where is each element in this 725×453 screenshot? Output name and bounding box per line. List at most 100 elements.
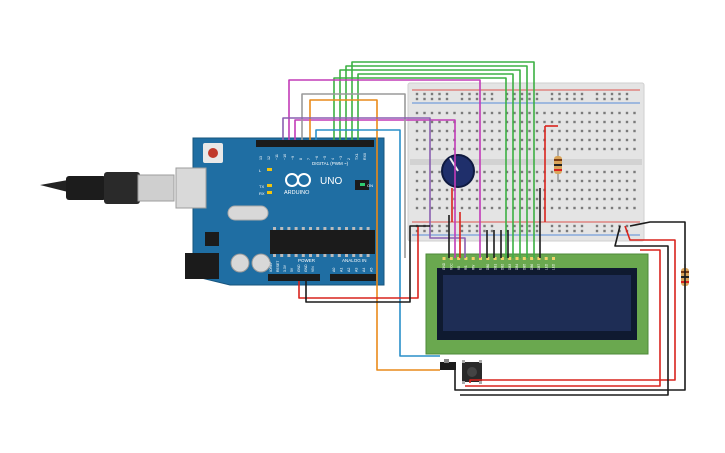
lcd-pin[interactable] [522, 257, 526, 260]
tx-label: TX [259, 184, 264, 189]
lcd-pin-label: VCC [450, 263, 454, 270]
wire[interactable] [465, 249, 661, 387]
wire[interactable] [469, 225, 676, 383]
lcd-pin[interactable] [464, 257, 468, 260]
analog-pin-label: A3 [355, 268, 359, 272]
led-rx [267, 191, 272, 194]
wire[interactable] [288, 79, 481, 258]
wire[interactable] [333, 77, 507, 258]
lcd-pin[interactable] [537, 257, 541, 260]
lcd-pin-label: RS [464, 266, 468, 270]
push-button[interactable] [462, 360, 482, 384]
lcd-pin[interactable] [530, 257, 534, 260]
resistor[interactable] [554, 148, 562, 182]
lcd-pin[interactable] [515, 257, 519, 260]
lcd-pin-label: DB6 [530, 264, 534, 270]
lcd-pin[interactable] [457, 257, 461, 260]
digital-header[interactable] [256, 140, 374, 147]
capacitor-2 [251, 253, 271, 273]
digital-pin-label: 8 [299, 158, 303, 160]
digital-pin-label: 2 [347, 158, 351, 160]
digital-pin-label: RX0 [363, 153, 367, 160]
power-jack [185, 253, 219, 279]
lcd-pin-label: GND [442, 262, 446, 270]
analog-pin-label: A2 [347, 268, 351, 272]
wire[interactable] [315, 129, 440, 357]
digital-label: DIGITAL (PWM ~) [312, 161, 349, 166]
analog-pin-label: A5 [370, 268, 374, 272]
digital-pin-label: 7 [307, 158, 311, 160]
lcd-pin[interactable] [479, 257, 482, 260]
digital-pin-label: ~11 [275, 154, 279, 160]
power-pin-label: 3.3V [283, 264, 287, 272]
digital-pin-label: TX1 [355, 153, 359, 160]
wire[interactable] [305, 225, 430, 303]
atmega-chip [270, 230, 375, 254]
analog-header[interactable] [330, 274, 376, 281]
rx-label: RX [259, 191, 265, 196]
wire[interactable] [294, 119, 456, 258]
lcd-pin[interactable] [486, 257, 490, 260]
lcd-pin-label: V0 [457, 266, 461, 270]
wire[interactable] [460, 225, 669, 396]
potentiometer-knob[interactable] [441, 154, 475, 188]
wire[interactable] [298, 226, 419, 299]
analog-pin-label: A4 [362, 268, 366, 272]
digital-pin-label: 13 [259, 156, 263, 160]
lcd-pin-label: DB1 [493, 264, 497, 270]
brand-label: ARDUINO [284, 190, 310, 196]
analog-label: ANALOG IN [342, 258, 367, 263]
arduino-uno-board[interactable]: ARDUINO UNO DIGITAL (PWM ~) POWER ANALOG… [175, 137, 385, 286]
digital-pin-label: ~6 [315, 156, 319, 160]
reset-button-cap[interactable] [208, 148, 218, 158]
power-header[interactable] [268, 274, 320, 281]
lcd-screen [443, 275, 631, 331]
lcd-pin-label: DB7 [537, 264, 541, 270]
power-pin-label: RESET [276, 261, 280, 272]
arduino-logo-icon [285, 173, 311, 187]
lcd-pin[interactable] [442, 257, 446, 260]
power-pin-label: GND [297, 264, 301, 272]
wire[interactable] [309, 99, 440, 371]
lcd-pin[interactable] [544, 257, 548, 260]
power-label: POWER [298, 258, 316, 263]
led-on [360, 183, 365, 186]
wire[interactable] [351, 61, 535, 258]
wire[interactable] [345, 65, 528, 258]
voltage-regulator [205, 232, 219, 246]
crystal [227, 205, 269, 221]
lcd-pin[interactable] [552, 257, 555, 260]
wire[interactable] [282, 117, 466, 258]
slide-switch[interactable] [440, 359, 456, 370]
wire[interactable] [301, 93, 406, 258]
lcd-pin-label: LED [552, 263, 556, 270]
digital-pin-label: 4 [331, 158, 335, 160]
digital-pin-label: 12 [267, 156, 271, 160]
lcd-pin[interactable] [449, 257, 453, 260]
digital-pin-label: ~5 [323, 156, 327, 160]
power-pin-label: VIN [311, 266, 315, 272]
on-label: ON [367, 183, 373, 188]
breadboard [407, 82, 645, 242]
lcd-pin[interactable] [508, 257, 512, 260]
lcd-pin[interactable] [493, 257, 497, 260]
power-pin-label: GND [304, 264, 308, 272]
lcd-pin-label: E [479, 268, 483, 270]
wires [282, 61, 686, 396]
lcd-pin-label: DB3 [508, 264, 512, 270]
wire[interactable] [339, 69, 521, 258]
digital-pin-label: ~3 [339, 156, 343, 160]
digital-pin-label: ~9 [291, 156, 295, 160]
power-pin-label: IOREF [269, 262, 273, 272]
capacitor-1 [230, 253, 250, 273]
wire[interactable] [454, 221, 686, 391]
lcd-pin-label: DB0 [486, 264, 490, 270]
lcd-pin-label: LED [544, 263, 548, 270]
lcd-pin-label: DB4 [515, 264, 519, 270]
wire[interactable] [357, 73, 514, 258]
l-label: L [259, 168, 262, 173]
lcd-pin[interactable] [500, 257, 504, 260]
lcd-pin[interactable] [471, 257, 475, 260]
model-label: UNO [320, 176, 342, 187]
